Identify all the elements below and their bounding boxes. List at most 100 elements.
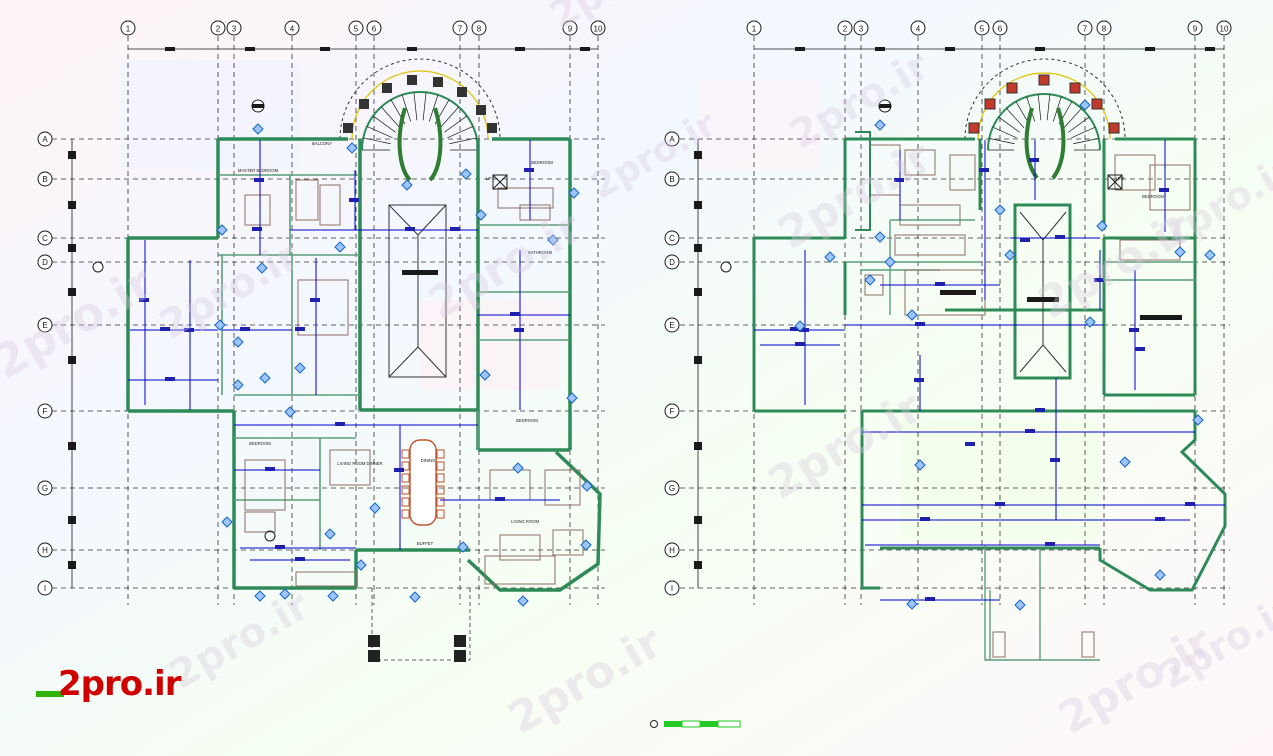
grid-bubble — [37, 480, 53, 496]
watermark-text: 2pro.ir — [162, 583, 317, 699]
logo-underline — [36, 691, 64, 697]
grid-bubble — [1187, 20, 1203, 36]
grid-bubble — [452, 20, 468, 36]
stair-tread — [1046, 94, 1051, 121]
label-bar — [402, 270, 438, 275]
elevation-tag — [1079, 99, 1091, 111]
furniture — [295, 571, 357, 587]
grid-col-label: 6 — [372, 25, 377, 34]
room-label: BEDROOM — [531, 160, 553, 165]
elevation-tag — [914, 459, 926, 471]
grid-row-label: B — [42, 175, 47, 184]
dimension-value — [1035, 408, 1045, 412]
stair-rail — [1024, 107, 1039, 180]
watermark-text: 2pro.ir — [1153, 147, 1273, 258]
dimension-value — [790, 327, 800, 331]
chair — [401, 449, 410, 459]
dimension-tick — [515, 47, 525, 51]
stair-tread — [1071, 126, 1096, 139]
column — [487, 123, 497, 133]
dimension-tick — [68, 516, 76, 524]
planter — [454, 650, 466, 662]
dimension-value — [495, 497, 505, 501]
column — [1069, 82, 1081, 94]
stair-rail — [428, 107, 443, 182]
dimension-value — [295, 327, 305, 331]
grid-bubble — [590, 20, 606, 36]
elevation-tag — [221, 516, 233, 528]
dimension-tick — [68, 151, 76, 159]
chair — [401, 473, 410, 483]
balcony-arc-mid — [977, 72, 1111, 140]
grid-bubble — [992, 20, 1008, 36]
grid-col-label: 5 — [354, 25, 359, 34]
dimension-tick — [68, 442, 76, 450]
stair-arc — [987, 93, 1101, 151]
chair — [436, 473, 445, 483]
elevation-tag — [824, 251, 836, 263]
elevation-tag — [401, 179, 413, 191]
elevation-tag — [475, 209, 487, 221]
furniture — [329, 449, 371, 486]
furniture — [894, 234, 966, 256]
grid-col-label: 10 — [1220, 25, 1229, 34]
stair-tread — [1073, 138, 1099, 145]
watermark-text: 2pro.ir — [0, 255, 162, 389]
elevation-tag — [874, 119, 886, 131]
room-label: BEDROOM — [516, 418, 538, 423]
grid-col-label: 1 — [752, 25, 757, 34]
grid-bubble — [37, 131, 53, 147]
grid-row-label: F — [43, 407, 48, 416]
chair — [401, 461, 410, 471]
dimension-tick — [68, 356, 76, 364]
grid-col-label: 7 — [1083, 25, 1088, 34]
room-label: BUFFET — [417, 541, 434, 546]
grid-bubble — [664, 317, 680, 333]
elevation-tag — [346, 142, 358, 154]
chair — [401, 509, 410, 519]
dimension-value — [914, 378, 924, 382]
elevation-tag — [994, 204, 1006, 216]
stair-tread — [992, 126, 1017, 139]
elevation-tag — [457, 541, 469, 553]
dimension-value — [1045, 542, 1055, 546]
grid-col-label: 7 — [458, 25, 463, 34]
room-label: BALCONY — [312, 141, 332, 146]
grid-col-label: 6 — [998, 25, 1003, 34]
label-bar — [1140, 315, 1182, 320]
room-label: LIVING ROOM — [511, 519, 539, 524]
site-logo[interactable]: 2pro.ir — [58, 664, 181, 704]
grid-col-label: 5 — [980, 25, 985, 34]
section-marker — [720, 261, 732, 273]
furniture — [1114, 154, 1156, 191]
column — [968, 122, 980, 134]
dimension-value — [265, 467, 275, 471]
dimension-value — [1020, 238, 1030, 242]
driveway — [371, 588, 471, 661]
grid-col-label: 2 — [843, 25, 848, 34]
furniture — [552, 529, 584, 556]
grid-bubble — [37, 254, 53, 270]
elevation-tag — [1084, 316, 1096, 328]
elevation-tag — [460, 168, 472, 180]
stair-tread — [449, 137, 477, 145]
elevation-tag — [256, 262, 268, 274]
roof-outline — [388, 204, 447, 378]
elevation-tag — [568, 187, 580, 199]
grid-bubble — [210, 20, 226, 36]
grid-bubble — [746, 20, 762, 36]
lift-shaft — [492, 174, 508, 190]
elevation-tag — [479, 369, 491, 381]
dimension-value — [165, 377, 175, 381]
watermark-text: 2pro.ir — [543, 0, 691, 38]
furniture — [899, 204, 961, 226]
stair-tread — [989, 138, 1015, 145]
elevation-tag — [512, 462, 524, 474]
grid-row-label: C — [42, 234, 48, 243]
elevation-tag — [409, 591, 421, 603]
grid-col-label: 3 — [859, 25, 864, 34]
dimension-value — [254, 178, 264, 182]
stair-tread — [998, 116, 1020, 133]
